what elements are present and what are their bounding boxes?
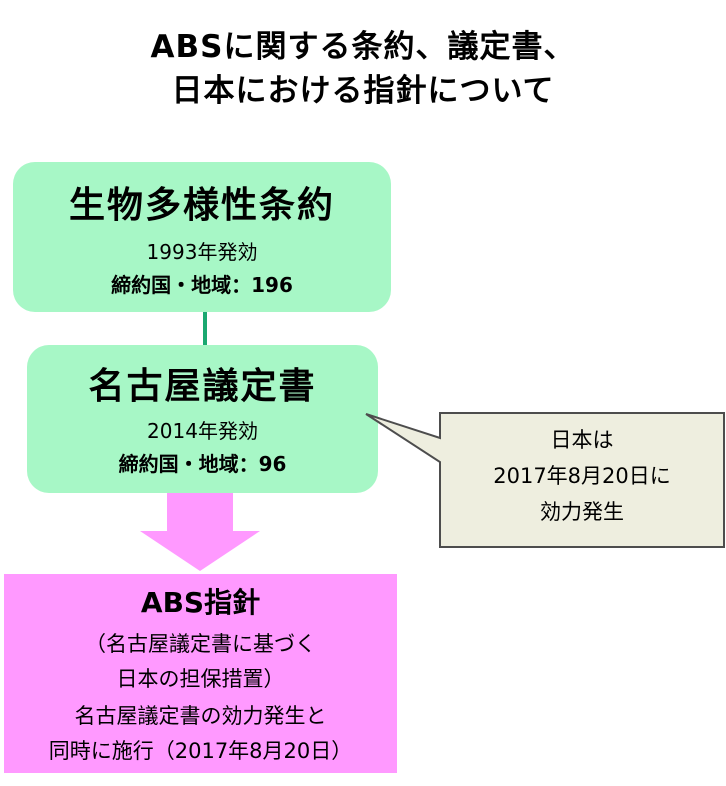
down-arrow-shape	[140, 493, 260, 571]
nagoya-protocol-box: 名古屋議定書 2014年発効 締約国・地域：96	[27, 345, 378, 493]
nagoya-effective: 2014年発効	[147, 419, 258, 443]
abs-guideline-line-2: 日本の担保措置）	[116, 667, 285, 691]
callout-line-2: 2017年8月20日に	[493, 464, 671, 488]
callout-bubble-shape	[365, 412, 725, 548]
diagram-title-line-2: 日本における指針について	[171, 73, 555, 109]
nagoya-name: 名古屋議定書	[88, 366, 317, 407]
cbd-name: 生物多様性条約	[68, 185, 335, 226]
japan-callout: 日本は 2017年8月20日に 効力発生	[364, 410, 726, 550]
connector-line	[203, 312, 207, 345]
abs-guideline-name: ABS指針	[140, 586, 261, 619]
callout-line-1: 日本は	[550, 428, 614, 452]
callout-outline	[365, 412, 725, 548]
abs-guideline-line-4: 同時に施行（2017年8月20日）	[48, 739, 353, 763]
abs-guideline-line-1: （名古屋議定書に基づく	[85, 632, 316, 656]
nagoya-parties: 締約国・地域：96	[118, 452, 287, 476]
abs-guideline-box: ABS指針 （名古屋議定書に基づく 日本の担保措置） 名古屋議定書の効力発生と …	[4, 574, 397, 773]
abs-guideline-line-3: 名古屋議定書の効力発生と	[74, 704, 327, 728]
cbd-parties: 締約国・地域：196	[111, 273, 293, 297]
diagram-title-line-1: ABSに関する条約、議定書、	[150, 29, 576, 65]
down-arrow-icon	[140, 493, 260, 571]
callout-line-3: 効力発生	[540, 500, 624, 524]
cbd-box: 生物多様性条約 1993年発効 締約国・地域：196	[13, 162, 391, 312]
cbd-effective: 1993年発効	[146, 240, 258, 264]
